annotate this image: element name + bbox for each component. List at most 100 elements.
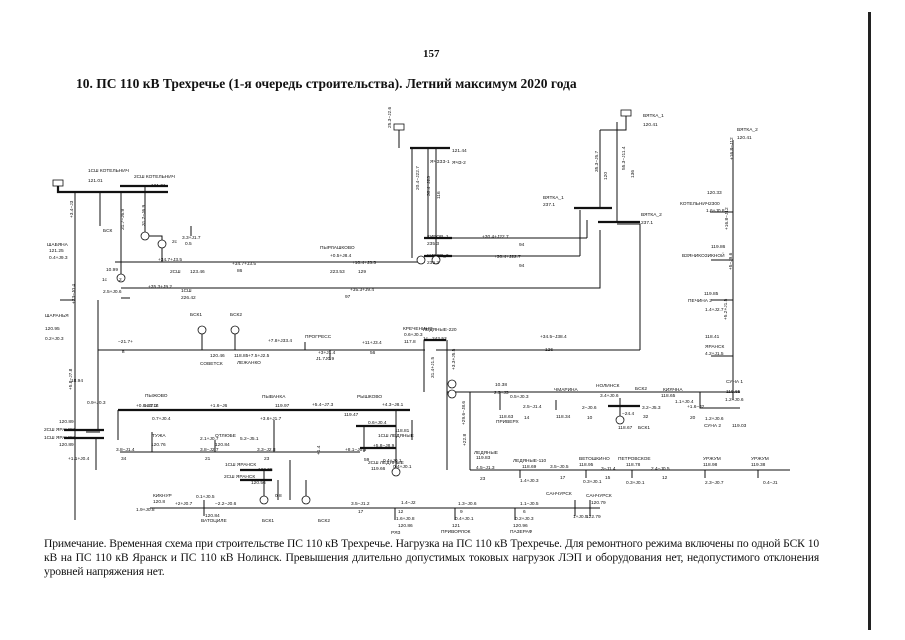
diagram-vertical-label: 31.4+J1.5 xyxy=(430,356,436,378)
diagram-label: 2СШ xyxy=(170,269,181,275)
wires xyxy=(56,114,790,520)
diagram-label: +0.8−J7.3 xyxy=(136,403,158,409)
diagram-vertical-label: +22.8 xyxy=(462,434,468,446)
diagram-label: 2 xyxy=(119,277,122,283)
diagram-vertical-label: +1.4 xyxy=(316,445,322,455)
diagram-label: 3.5−J0.5 xyxy=(550,464,569,470)
diagram-label: 237.1 xyxy=(641,220,653,226)
diagram-label: ПРИВЕРХ xyxy=(496,419,519,425)
diagram-label: 23 xyxy=(264,456,270,462)
diagram-label: ЛЕДЯНЫЕ-220 xyxy=(423,327,457,333)
diagram-label: 1.2+J0.6 xyxy=(725,397,744,403)
bus-terminal xyxy=(393,123,405,131)
diagram-label: ПЫЖОВО xyxy=(145,393,168,399)
diagram-label: 0.8 xyxy=(275,493,282,499)
diagram-label: +11+J3.4 xyxy=(362,340,382,346)
diagram-label: 1.6+J0.8 xyxy=(706,208,725,214)
diagram-label: ШАРАНЬЯ xyxy=(45,313,69,319)
diagram-label: 1.4+J2.7 xyxy=(705,307,724,313)
diagram-label: 119.86 xyxy=(711,244,726,250)
diagram-label: 2СШ ЛЕДЯНЫЕ xyxy=(368,460,404,466)
diagram-label: 3.8−J1.4 xyxy=(116,447,135,453)
diagram-label: 2СШ ЯРАНСК xyxy=(44,427,75,433)
diagram-vertical-label: 20.4−J22.7 xyxy=(415,166,421,190)
diagram-label: 1.4−J2 xyxy=(401,500,416,506)
diagram-label: ПЕТРОВСКОЕ xyxy=(618,456,651,462)
diagram-label: 18.94 xyxy=(71,378,83,384)
diagram-label: 10.99 xyxy=(106,267,118,273)
diagram-label: +34.7+J3.5 xyxy=(232,261,256,267)
diagram-label: 32 xyxy=(643,414,649,420)
diagram-label: КИКНУР xyxy=(153,493,172,499)
diagram-label: 2.1+J0.7 xyxy=(200,436,219,442)
diagram-vertical-label: +16.8−J12 xyxy=(729,137,735,160)
footnote: Примечание. Временная схема при строител… xyxy=(44,537,819,578)
diagram-label: 0.2+J0.3 xyxy=(45,336,64,342)
diagram-label: 120.41 xyxy=(737,135,752,141)
diagram-label: +34.5−J38.4 xyxy=(540,334,567,340)
diagram-label: 120.86 xyxy=(398,523,413,529)
diagram-label: +1.1+J0.4 xyxy=(68,456,90,462)
diagram-label: 118.95 xyxy=(579,462,594,468)
diagram-label: 3.4+J0.6 xyxy=(600,393,619,399)
diagram-label: 2.4−J0.5 xyxy=(651,466,670,472)
diagram-label: 120.96 xyxy=(513,523,528,529)
diagram-label: КИЯЧНА xyxy=(663,387,683,393)
diagram-label: 120.56 xyxy=(251,480,266,486)
diagram-label: ШАБЯНА xyxy=(47,242,69,248)
diagram-label: 0.4+J0.1 xyxy=(393,464,412,470)
diagram-label: ЯЧЗ-2 xyxy=(452,160,466,166)
diagram-label: УРЖУМ xyxy=(751,456,769,462)
diagram-label: 1СШ КОТЕЛЬНИЧ xyxy=(88,168,129,174)
diagram-vertical-label: +5−J9.6 xyxy=(728,252,734,270)
diagram-label: 86 xyxy=(237,268,243,274)
diagram-label: ПЕЧИНА 2 xyxy=(688,298,712,304)
diagram-label: 1+J0.5 xyxy=(573,514,588,520)
diagram-label: ЛЕДЯНЫЕ-110 xyxy=(513,458,547,464)
diagram-label: 118.41 xyxy=(705,334,720,340)
diagram-label: +30.4+J22.7 xyxy=(482,234,509,240)
diagram-label: 118.98 xyxy=(703,462,718,468)
diagram-label: 1СШ ЯРАНСК xyxy=(44,435,75,441)
diagram-label: БСК2 xyxy=(230,312,242,318)
diagram-label: 120.84 xyxy=(215,442,230,448)
diagram-label: 0.2+J0.3 xyxy=(515,516,534,522)
diagram-label: +5.8−J8.9 xyxy=(373,443,395,449)
diagram-label: ВЯТКА_1 xyxy=(643,113,664,119)
diagram-label: 118.67 xyxy=(618,425,633,431)
diagram-label: 15 xyxy=(605,475,611,481)
diagram-vertical-label: +23−J0.4 xyxy=(71,284,77,304)
diagram-label: 2.3−J0.7 xyxy=(705,480,724,486)
diagram-label: 120.84 xyxy=(205,513,220,519)
diagram-label: 120.33 xyxy=(707,190,722,196)
diagram-label: ПРИВОРЛОК xyxy=(441,529,471,535)
page-edge-line xyxy=(868,12,871,630)
diagram-label: 0.6+J0.3 xyxy=(404,332,423,338)
diagram-label: ВЯТКА_2 xyxy=(641,212,662,218)
diagram-label: 94 xyxy=(519,263,525,269)
diagram-label: 2СШ ЯРАНСК xyxy=(224,474,255,480)
diagram-label: 21 xyxy=(205,456,211,462)
diagram-label: 123.46 xyxy=(190,269,205,275)
transformer-symbol xyxy=(416,255,426,265)
diagram-label: 120.14 xyxy=(144,403,159,409)
diagram-vertical-label: +16.8−J12 xyxy=(724,207,730,230)
diagram-vertical-label: 35.3−J5.7 xyxy=(594,150,600,172)
diagram-label: 118.69 xyxy=(522,464,537,470)
diagram-label: КОТЕЛЬНИЧ2300 xyxy=(680,201,720,207)
diagram-label: ВЗЯНИКОЗИКНОЙ xyxy=(682,251,725,259)
diagram-label: БСК1 xyxy=(190,312,202,318)
diagram-label: САНЧУРСК xyxy=(586,493,612,499)
diagram-label: +0.5+J8.4 xyxy=(330,253,352,259)
diagram-label: 118.85 xyxy=(234,353,249,359)
diagram-label: 118.65 xyxy=(661,393,676,399)
diagram-label: БСК xyxy=(103,228,113,234)
diagram-label: 23 xyxy=(480,476,486,482)
diagram-label: 226.42 xyxy=(181,295,196,301)
diagram-vertical-label: 136 xyxy=(630,170,636,178)
diagram-label: 1.1−J0.5 xyxy=(520,501,539,507)
diagram-label: 0.1+J0.5 xyxy=(196,494,215,500)
diagram-label: 119.66 xyxy=(371,466,386,472)
